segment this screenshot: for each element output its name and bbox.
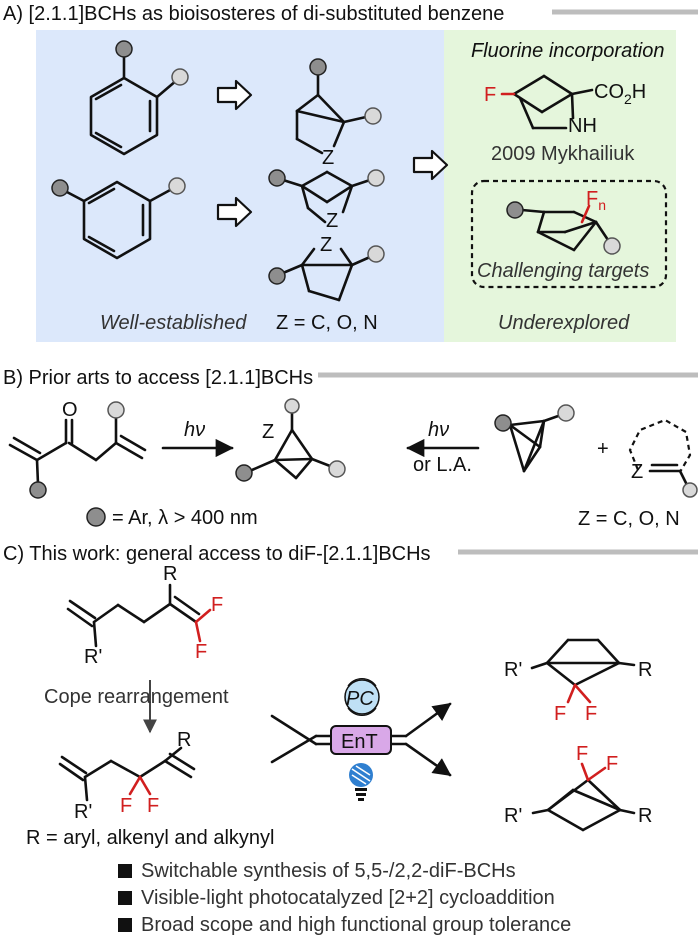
ar-legend-dot xyxy=(86,507,106,527)
product1-f2: F xyxy=(585,703,597,725)
citation-mykhailiuk: 2009 Mykhailiuk xyxy=(491,143,635,165)
section-c-heading: C) This work: general access to diF-[2.1… xyxy=(3,543,431,565)
diene-middle xyxy=(58,746,196,802)
well-established-caption: Well-established xyxy=(100,312,247,334)
z-atom-ortho: Z xyxy=(322,147,334,169)
product2-f2: F xyxy=(606,753,618,775)
arrow-to-fluorine xyxy=(412,149,449,181)
challenging-targets-box xyxy=(470,179,668,289)
cope-label: Cope rearrangement xyxy=(44,686,229,708)
nh-group: NH xyxy=(568,115,597,137)
diene-top xyxy=(66,583,212,648)
or-lewis-acid: or L.A. xyxy=(413,454,472,476)
alkene-partner xyxy=(628,418,698,498)
hv-right: hν xyxy=(428,419,449,441)
ortho-benzene xyxy=(89,40,189,156)
f1-top: F xyxy=(211,594,223,616)
oxygen-atom: O xyxy=(62,399,78,421)
meta-bch xyxy=(268,169,385,224)
r-top: R xyxy=(163,563,177,585)
r-prime-middle: R' xyxy=(74,801,92,823)
fluorine-atom: F xyxy=(484,84,496,106)
diene-substrate xyxy=(8,401,147,499)
bullet-marker-3 xyxy=(118,918,132,932)
product2-r-prime: R' xyxy=(504,805,522,827)
underexplored-panel xyxy=(444,30,676,342)
product-5-5-dif xyxy=(530,638,636,704)
substituent-light xyxy=(171,68,189,86)
ent-switch xyxy=(270,677,452,801)
product1-r-prime: R' xyxy=(504,659,522,681)
z-atom-meta: Z xyxy=(326,210,338,232)
bullet-marker-1 xyxy=(118,864,132,878)
product2-r: R xyxy=(638,805,652,827)
mykhailiuk-compound xyxy=(500,74,594,130)
section-b-heading: B) Prior arts to access [2.1.1]BCHs xyxy=(3,367,313,389)
hv-left: hν xyxy=(184,419,205,441)
fluorine-incorporation-title: Fluorine incorporation xyxy=(471,40,664,62)
ent-label: EnT xyxy=(341,731,378,753)
bullet-1: Switchable synthesis of 5,5-/2,2-diF-BCH… xyxy=(141,860,516,882)
z-atom-meta-alt: Z xyxy=(320,234,332,256)
r-prime-top: R' xyxy=(84,646,102,668)
challenging-targets-label: Challenging targets xyxy=(477,260,649,282)
product1-f1: F xyxy=(554,703,566,725)
zi-atom: Z xyxy=(262,421,274,443)
r-middle: R xyxy=(177,729,191,751)
fn-label: Fn xyxy=(586,188,606,213)
product2-f1: F xyxy=(576,743,588,765)
bch-product-b xyxy=(235,398,346,482)
ortho-bch xyxy=(295,58,382,155)
section-a-heading: A) [2.1.1]BCHs as bioisosteres of di-sub… xyxy=(3,3,504,25)
r-definition: R = aryl, alkenyl and alkynyl xyxy=(26,827,274,849)
pc-label: PC xyxy=(346,688,374,710)
meta-benzene xyxy=(51,177,186,260)
ar-legend: = Ar, λ > 400 nm xyxy=(112,507,258,529)
f4-middle: F xyxy=(147,795,159,817)
bullet-marker-2 xyxy=(118,891,132,905)
meta-bch-alt xyxy=(268,245,385,302)
product1-r: R xyxy=(638,659,652,681)
bullet-3: Broad scope and high functional group to… xyxy=(141,914,571,936)
z-label-b: Z = C, O, N xyxy=(578,508,680,530)
f2-top: F xyxy=(195,641,207,663)
bullet-2: Visible-light photocatalyzed [2+2] cyclo… xyxy=(141,887,555,909)
underexplored-caption: Underexplored xyxy=(498,312,630,334)
z-label-a: Z = C, O, N xyxy=(276,312,378,334)
arrow-ortho xyxy=(216,79,253,111)
z-atom-partner: Z xyxy=(631,461,643,483)
product-2-2-dif xyxy=(531,762,636,832)
challenging-bch xyxy=(506,201,621,255)
bicyclobutane xyxy=(494,404,575,473)
co2h-group: CO2H xyxy=(594,81,646,107)
substituent-dark xyxy=(115,40,133,58)
well-established-panel xyxy=(36,30,444,342)
arrow-meta xyxy=(216,196,253,228)
plus-sign: + xyxy=(597,438,609,460)
f3-middle: F xyxy=(120,795,132,817)
